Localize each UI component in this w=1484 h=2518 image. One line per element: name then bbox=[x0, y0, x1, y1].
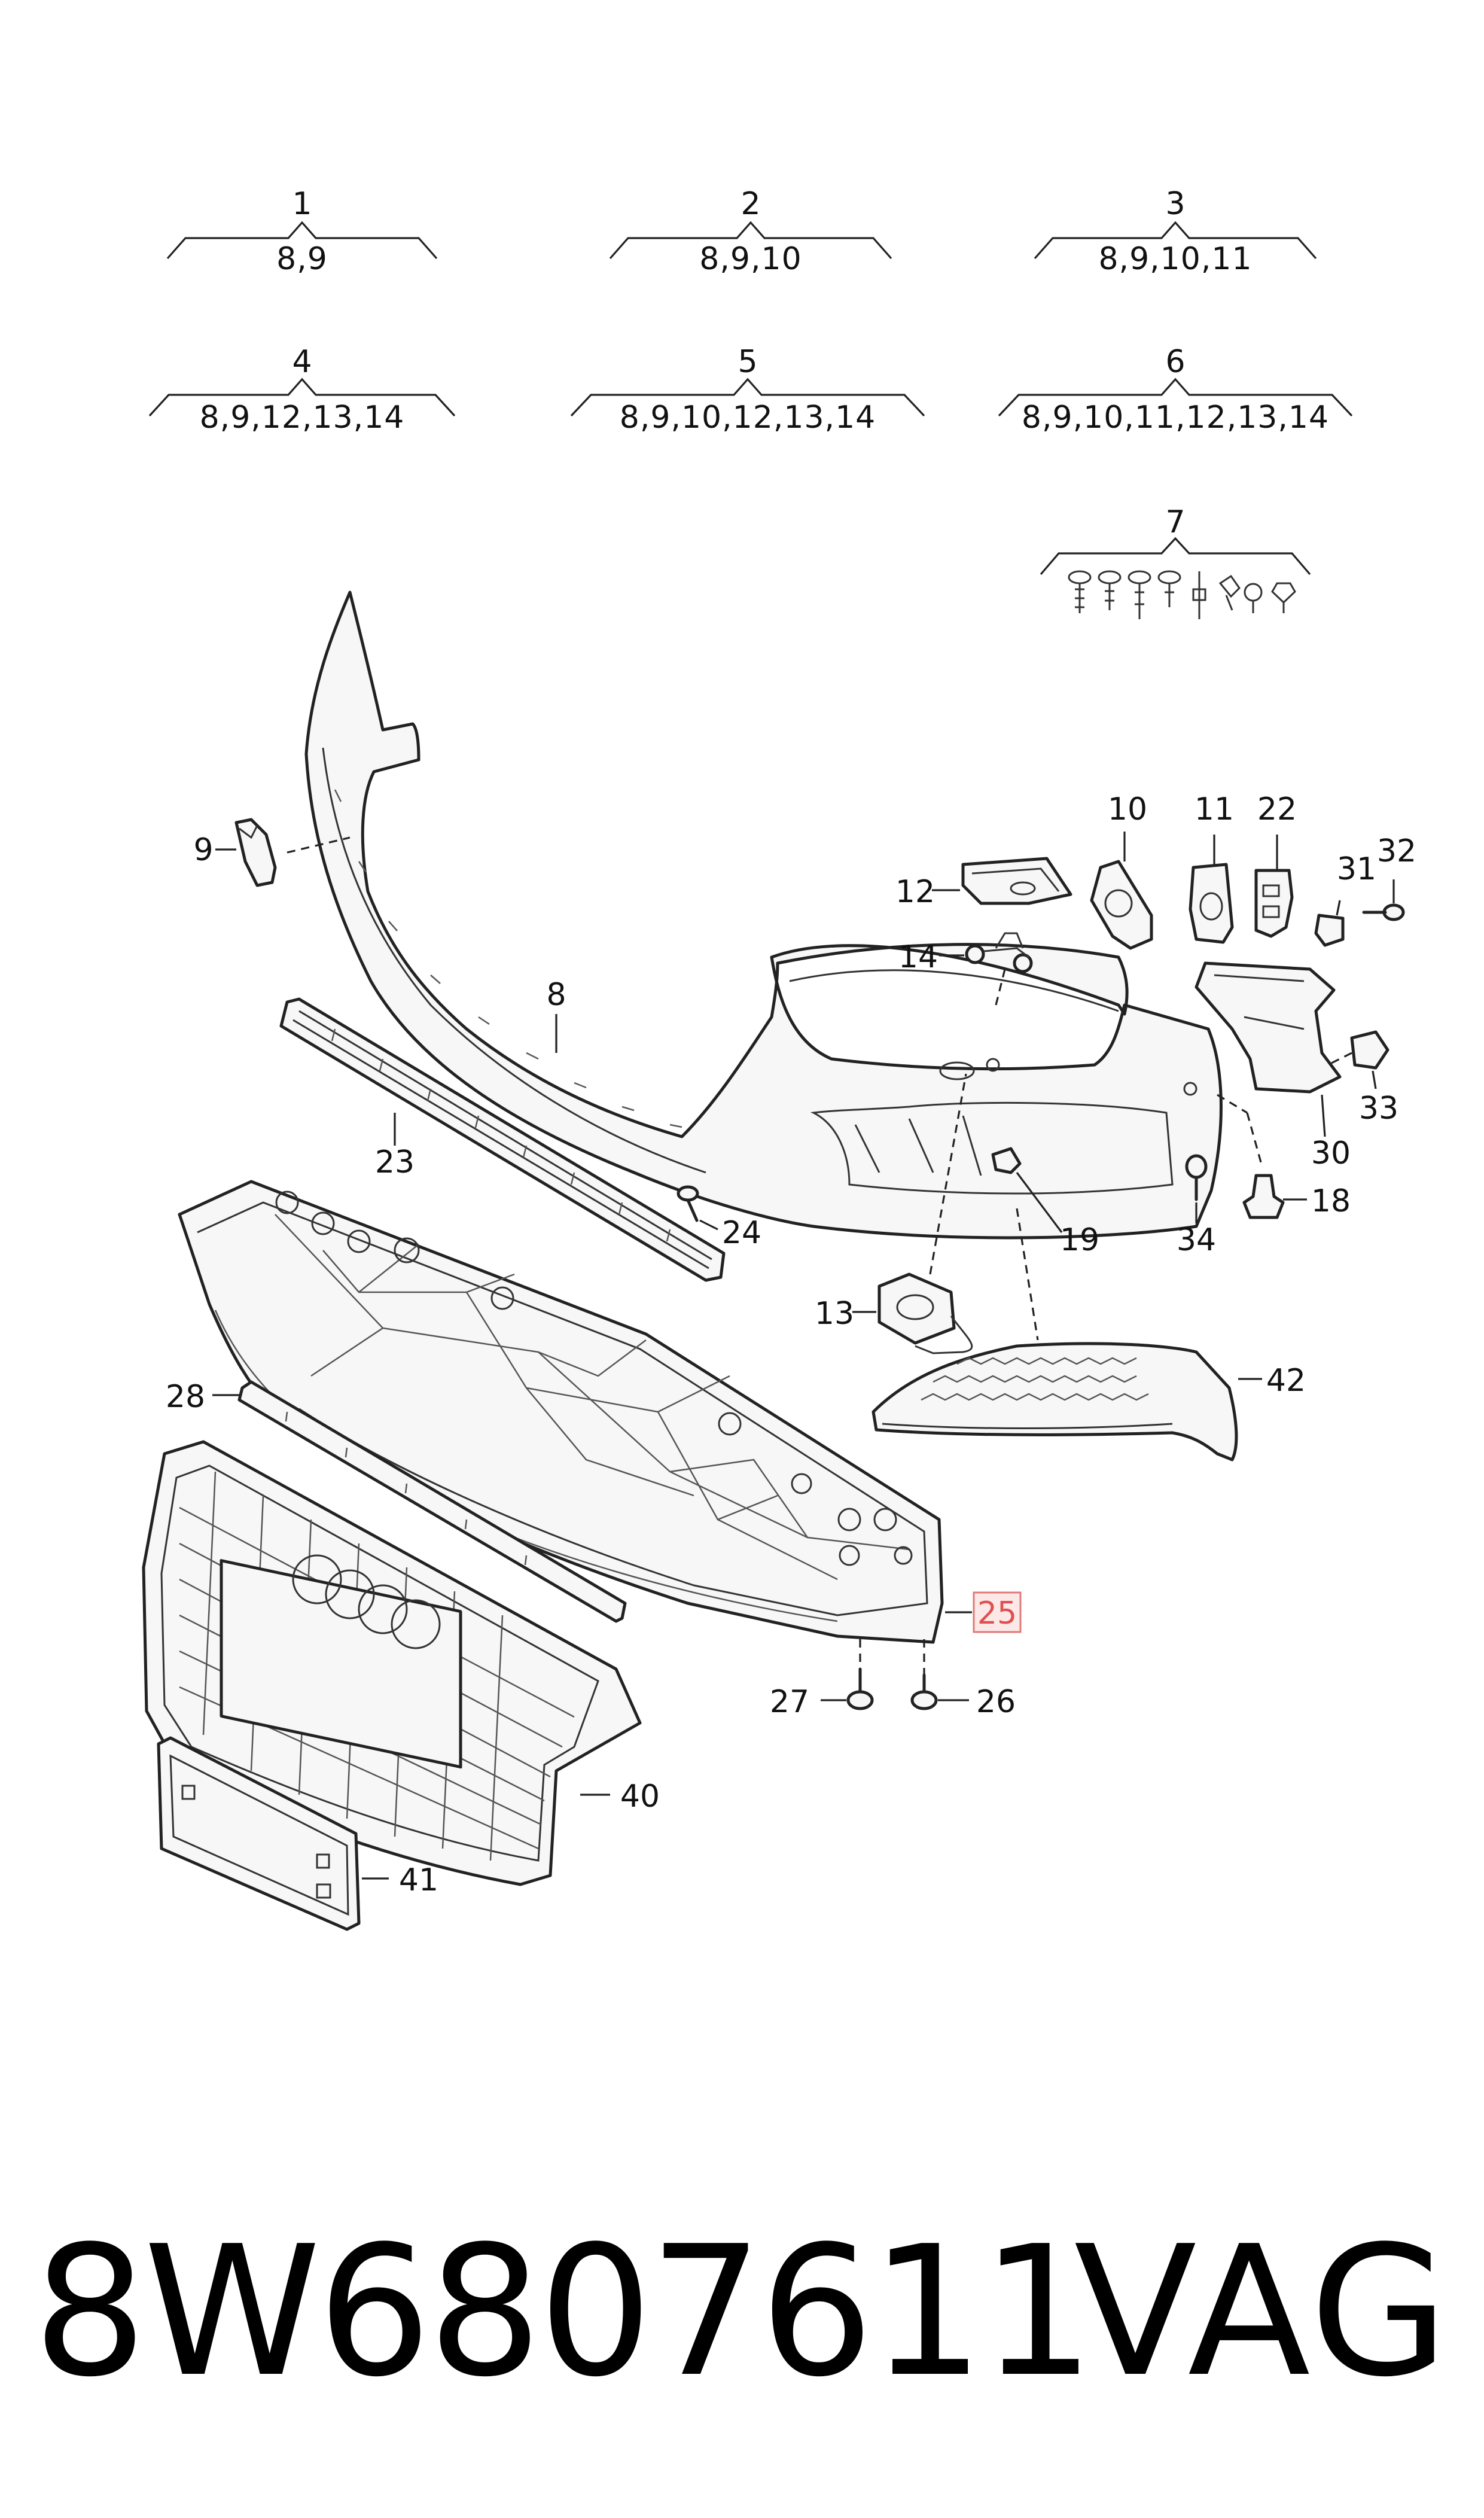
callout-25: 25 bbox=[977, 1596, 1017, 1631]
group-3-contents: 8,9,10,11 bbox=[1098, 241, 1252, 277]
group-4-number: 4 bbox=[292, 344, 312, 380]
group-2: 2 8,9,10 bbox=[609, 186, 892, 277]
fastener-set-icon bbox=[1068, 570, 1296, 619]
clip-part-33: 33 bbox=[1327, 1030, 1398, 1126]
callout-10: 10 bbox=[1108, 791, 1147, 827]
callout-33: 33 bbox=[1359, 1091, 1398, 1126]
group-5-number: 5 bbox=[738, 344, 757, 380]
screw-part-32: 32 bbox=[1362, 833, 1416, 921]
callout-41: 41 bbox=[399, 1862, 438, 1898]
callout-40: 40 bbox=[620, 1779, 660, 1814]
callout-13: 13 bbox=[815, 1296, 854, 1332]
group-1-contents: 8,9 bbox=[276, 241, 328, 277]
trim-strip-part-28: 28 bbox=[166, 1379, 627, 1623]
group-3: 3 8,9,10,11 bbox=[1034, 186, 1317, 277]
group-1-number: 1 bbox=[292, 186, 312, 222]
group-4-contents: 8,9,12,13,14 bbox=[200, 400, 405, 436]
front-grille-part-40: 40 bbox=[142, 1440, 660, 1886]
callout-11: 11 bbox=[1194, 791, 1234, 827]
clip-part-18: 18 bbox=[1242, 1112, 1351, 1219]
part-number-label: 8W6807611 bbox=[33, 2208, 1095, 2416]
side-grille-part-42: 42 bbox=[871, 1208, 1306, 1462]
group-6-contents: 8,9,10,11,12,13,14 bbox=[1022, 400, 1329, 436]
callout-18: 18 bbox=[1311, 1183, 1351, 1219]
callout-32: 32 bbox=[1377, 833, 1416, 869]
lower-grille-strip-part-23: 23 bbox=[279, 997, 726, 1282]
bumper-cover-part-8: 8 bbox=[304, 590, 1223, 1240]
group-5: 5 8,9,10,12,13,14 bbox=[570, 344, 925, 436]
callout-31: 31 bbox=[1337, 851, 1376, 887]
callout-14: 14 bbox=[898, 939, 938, 975]
screw-part-27: 27 bbox=[770, 1639, 874, 1720]
group-6-number: 6 bbox=[1165, 344, 1185, 380]
tow-eye-bracket-part-14: 14 bbox=[898, 932, 1033, 1006]
sensor-holder-part-10: 10 bbox=[1090, 791, 1153, 950]
callout-26: 26 bbox=[976, 1684, 1016, 1720]
clip-part-19: 19 bbox=[991, 1147, 1099, 1258]
brand-label: VAG bbox=[1074, 2208, 1451, 2416]
clip-part-34: 34 bbox=[1177, 1154, 1216, 1258]
callout-42: 42 bbox=[1266, 1363, 1306, 1399]
callout-28: 28 bbox=[166, 1379, 205, 1415]
group-2-contents: 8,9,10 bbox=[699, 241, 802, 277]
group-1: 1 8,9 bbox=[166, 186, 438, 277]
screw-part-26: 26 bbox=[910, 1639, 1016, 1720]
callout-22: 22 bbox=[1257, 791, 1297, 827]
license-plate-base-part-41: 41 bbox=[157, 1736, 438, 1931]
group-6: 6 8,9,10,11,12,13,14 bbox=[998, 344, 1353, 436]
callout-27: 27 bbox=[770, 1684, 809, 1720]
screw-part-24: 24 bbox=[677, 1185, 761, 1251]
callout-19: 19 bbox=[1060, 1222, 1099, 1258]
callout-25-highlight bbox=[973, 1591, 1022, 1633]
clip-part-31: 31 bbox=[1314, 851, 1376, 947]
side-guide-part-30: 30 bbox=[1194, 961, 1351, 1171]
sensor-holder-part-11: 11 bbox=[1189, 791, 1234, 944]
callout-12: 12 bbox=[895, 874, 935, 910]
group-2-number: 2 bbox=[741, 186, 760, 222]
callout-23: 23 bbox=[375, 1144, 415, 1180]
group-4: 4 8,9,12,13,14 bbox=[148, 344, 456, 436]
bracket-part-22: 22 bbox=[1254, 791, 1297, 938]
tow-eye-cover-part-12: 12 bbox=[895, 857, 1072, 910]
group-7-number: 7 bbox=[1165, 504, 1185, 540]
callout-8: 8 bbox=[546, 977, 566, 1013]
group-7: 7 bbox=[1040, 504, 1311, 619]
callout-34: 34 bbox=[1177, 1222, 1216, 1258]
callout-30: 30 bbox=[1311, 1135, 1351, 1171]
group-3-number: 3 bbox=[1165, 186, 1185, 222]
tow-eye-cap-part-9: 9 bbox=[193, 818, 351, 887]
tow-eye-cap-part-13: 13 bbox=[815, 1073, 973, 1354]
group-5-contents: 8,9,10,12,13,14 bbox=[620, 400, 876, 436]
callout-24: 24 bbox=[722, 1215, 761, 1251]
callout-9: 9 bbox=[193, 832, 213, 868]
